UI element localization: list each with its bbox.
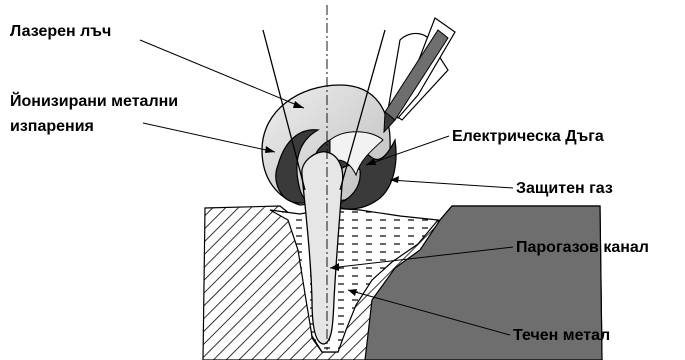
label-vapor-channel: Парогазов канал — [516, 239, 649, 256]
label-ionized-vapors-line2: изпарения — [10, 118, 94, 135]
pointer-shielding-gas — [390, 180, 513, 188]
label-laser-beam: Лазерен лъч — [10, 23, 111, 40]
arc-torch-nozzle — [384, 18, 455, 132]
label-shielding-gas: Защитен газ — [516, 180, 613, 197]
pointer-ionized-vapors — [143, 123, 275, 152]
label-liquid-metal: Течен метал — [513, 327, 610, 344]
label-electric-arc: Електрическа Дъга — [452, 128, 604, 145]
label-ionized-vapors-line1: Йонизирани метални — [10, 91, 178, 110]
